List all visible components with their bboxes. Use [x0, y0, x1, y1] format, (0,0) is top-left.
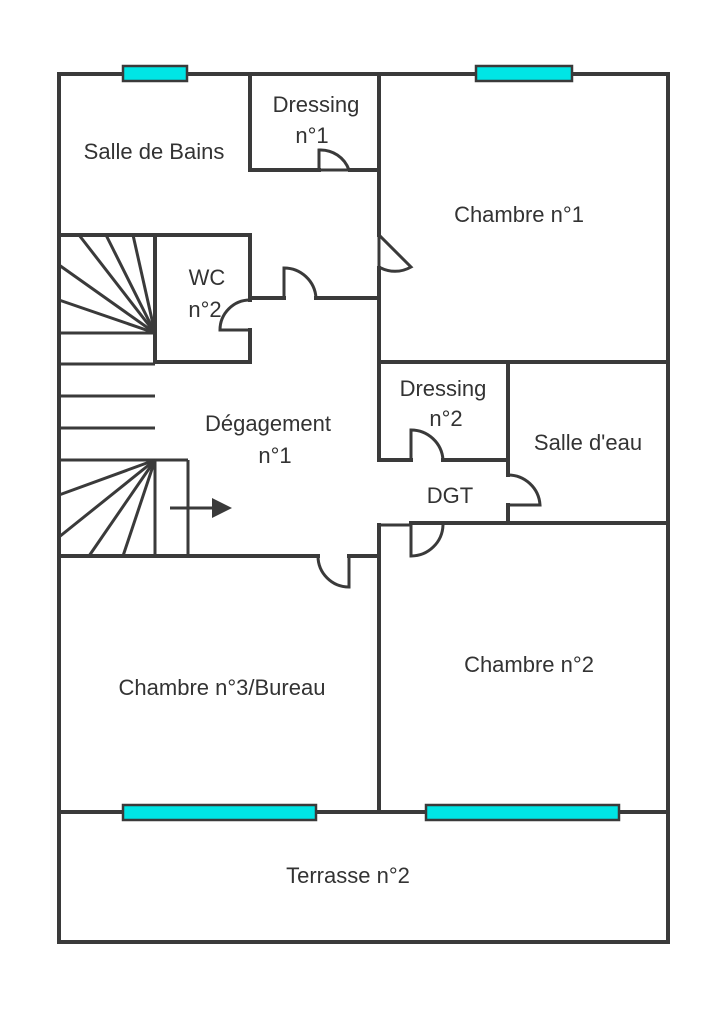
- door-wc-side: [218, 298, 251, 332]
- label-degagement-line1: Dégagement: [205, 411, 331, 436]
- windows: [121, 64, 621, 822]
- staircase: [58, 234, 232, 557]
- room-labels: Salle de Bains Dressing n°1 Chambre n°1 …: [84, 92, 642, 888]
- label-chambre2: Chambre n°2: [464, 652, 594, 677]
- door-chambre2: [409, 524, 445, 558]
- label-dressing2-line1: Dressing: [400, 376, 487, 401]
- door-chambre3: [316, 555, 351, 589]
- label-chambre1: Chambre n°1: [454, 202, 584, 227]
- door-chambre1: [377, 231, 414, 273]
- label-dgt: DGT: [427, 483, 473, 508]
- label-dressing2-line2: n°2: [429, 406, 462, 431]
- window-chambre2: [424, 803, 621, 822]
- label-wc-line2: n°2: [188, 297, 221, 322]
- doors: [218, 148, 542, 589]
- label-dressing1-line2: n°1: [295, 123, 328, 148]
- window-chambre3: [121, 803, 318, 822]
- window-chambre1: [474, 64, 574, 83]
- label-salle-de-bains: Salle de Bains: [84, 139, 225, 164]
- door-wc-top: [282, 266, 318, 299]
- arrow-right-icon: [170, 498, 232, 518]
- label-terrasse2: Terrasse n°2: [286, 863, 410, 888]
- outer-wall: [57, 72, 670, 944]
- label-chambre3: Chambre n°3/Bureau: [119, 675, 326, 700]
- door-dressing1: [317, 148, 352, 172]
- label-dressing1-line1: Dressing: [273, 92, 360, 117]
- label-degagement-line2: n°1: [258, 443, 291, 468]
- window-salle-de-bains: [121, 64, 189, 83]
- door-dressing2: [409, 428, 445, 461]
- door-salle-eau: [507, 473, 542, 507]
- label-salle-eau: Salle d'eau: [534, 430, 642, 455]
- label-wc-line1: WC: [189, 265, 226, 290]
